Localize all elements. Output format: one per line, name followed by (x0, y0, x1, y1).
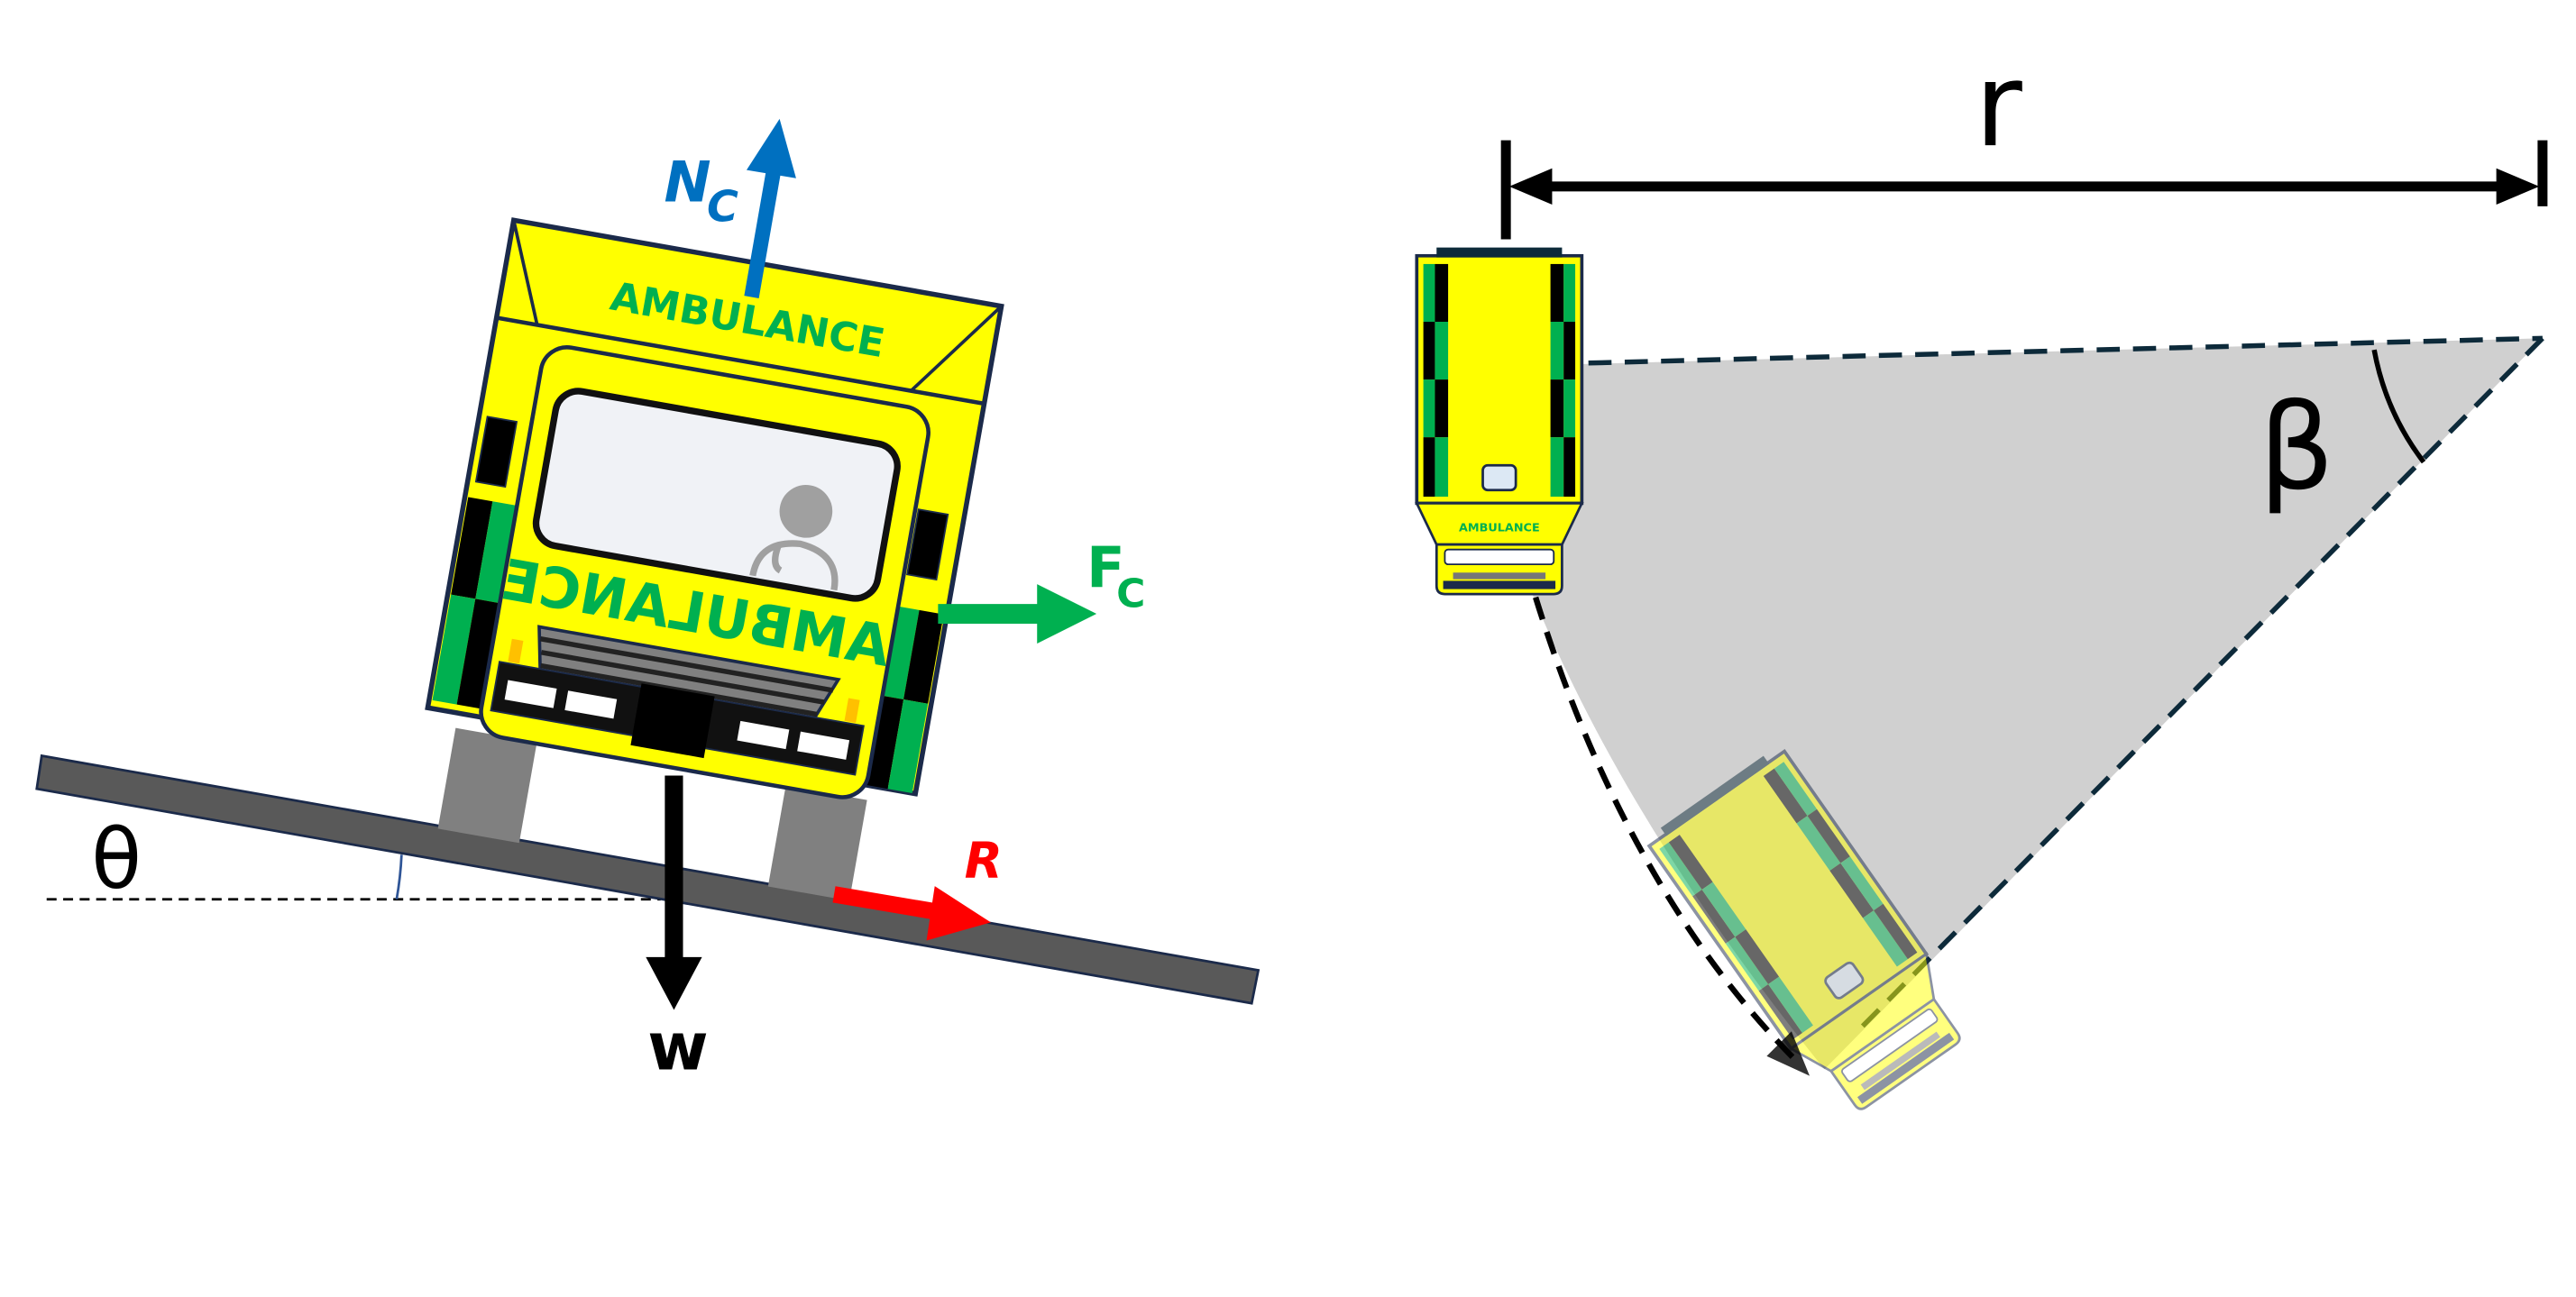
reaction-force-arrow: R (832, 832, 1003, 941)
left-wheel (437, 727, 537, 844)
turning-radius-diagram: β r AMBULANCE (1415, 39, 2548, 1125)
normal-force-arrow: N C (664, 118, 796, 298)
weight-arrow: w (646, 775, 709, 1085)
turn-sector (1532, 338, 2543, 1070)
normal-force-subscript: C (707, 182, 738, 232)
theta-angle-arc (395, 854, 403, 900)
right-wheel (767, 785, 867, 901)
radius-line-start (1588, 335, 2543, 366)
reaction-force-label: R (965, 832, 1003, 890)
beta-label: β (2259, 379, 2334, 517)
weight-label: w (647, 1009, 709, 1085)
banked-road (35, 754, 1260, 1005)
ambulance-start-position: AMBULANCE (1415, 245, 1584, 596)
radius-dimension: r (1500, 39, 2548, 240)
banked-road-diagram: θ AMBULANCE AMBULANCE (35, 118, 1260, 1085)
turn-path-arrow (1533, 596, 1802, 1067)
centripetal-force-arrow: F C (938, 535, 1145, 644)
paramedic-icon (749, 485, 839, 591)
radius-line-end (1860, 336, 2544, 1028)
top-ambulance-text: AMBULANCE (1459, 522, 1540, 535)
centripetal-force-label: F (1086, 535, 1125, 601)
beta-angle-arc (2371, 349, 2426, 464)
ambulance-front-view: AMBULANCE AMBULANCE (425, 217, 1004, 799)
centripetal-force-subscript: C (1116, 571, 1145, 617)
radius-label: r (1975, 39, 2022, 173)
theta-label: θ (91, 811, 142, 908)
normal-force-label: N (664, 149, 710, 215)
turn-path-arrowhead (1766, 1031, 1811, 1076)
